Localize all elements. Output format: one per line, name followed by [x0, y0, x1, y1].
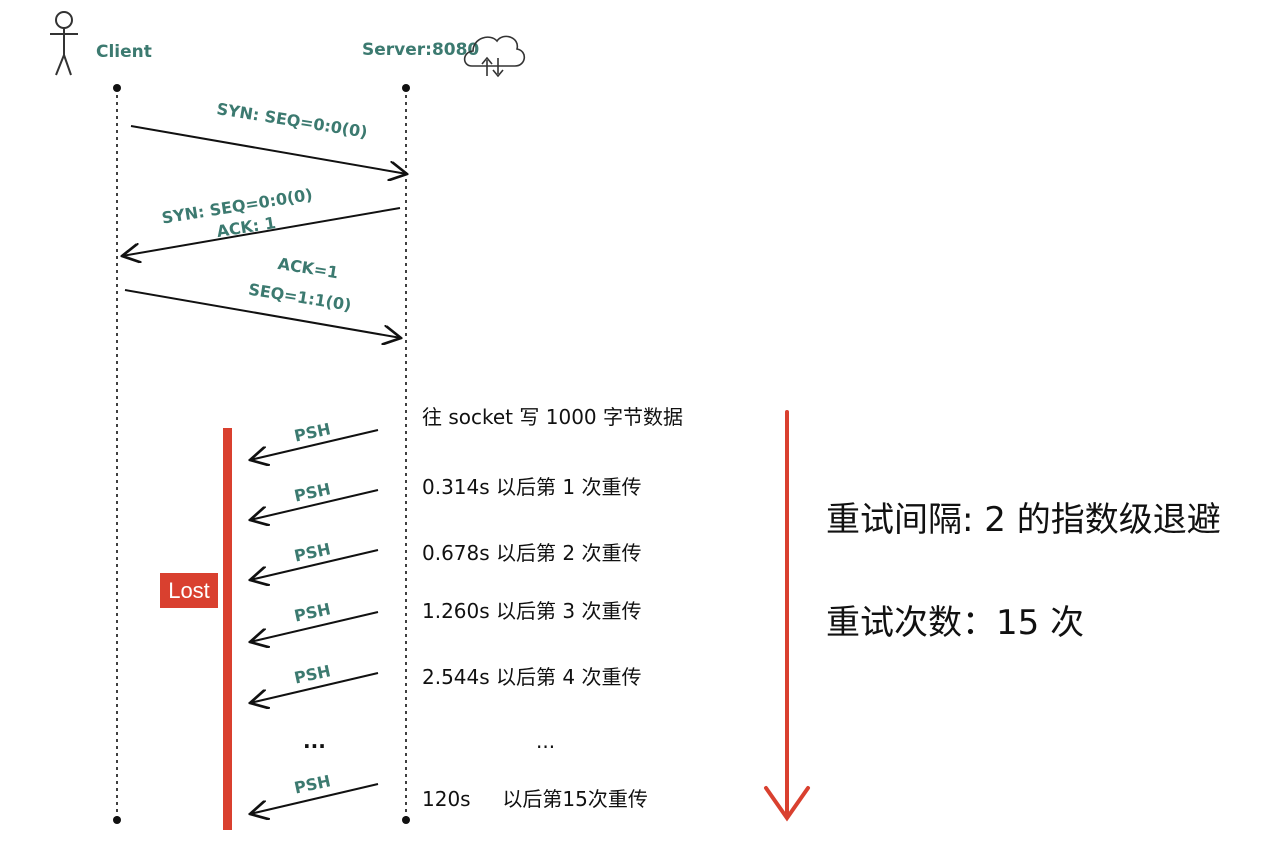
retransmission-note: 0.678s 以后第 2 次重传 — [422, 541, 641, 565]
server-lifeline-top-dot — [402, 84, 410, 92]
retry-interval-text: 重试间隔: 2 的指数级退避 — [826, 500, 1221, 540]
svg-text:SEQ=1:1(0): SEQ=1:1(0) — [247, 280, 353, 315]
ack-label: ACK=1 SEQ=1:1(0) — [247, 254, 353, 315]
svg-text:ACK=1: ACK=1 — [276, 254, 339, 282]
psh-label: PSH — [293, 599, 333, 625]
syn-ack-arrow — [122, 207, 401, 256]
client-lifeline-bottom-dot — [113, 816, 121, 824]
syn-label: SYN: SEQ=0:0(0) — [215, 99, 368, 142]
lost-badge — [160, 573, 218, 608]
ellipsis-right: ... — [536, 729, 555, 753]
psh-arrow — [250, 429, 379, 460]
psh-label: PSH — [293, 771, 333, 797]
ack-arrow — [124, 289, 401, 338]
lost-label: Lost — [168, 578, 210, 603]
psh-arrow — [250, 783, 379, 814]
final-retransmission-note: 120s 以后第15次重传 — [422, 787, 648, 811]
client-lifeline-top-dot — [113, 84, 121, 92]
psh-arrow — [250, 611, 379, 642]
client-person-icon — [50, 11, 78, 76]
server-label: Server:8080 — [362, 40, 479, 60]
psh-arrow — [250, 549, 379, 580]
lost-bar — [223, 428, 232, 830]
red-time-arrow — [764, 410, 810, 822]
psh-label: PSH — [293, 661, 333, 687]
cloud-upload-download-icon — [463, 35, 526, 78]
retransmission-note: 0.314s 以后第 1 次重传 — [422, 475, 641, 499]
client-label: Client — [96, 42, 152, 62]
ellipsis-left: ... — [303, 729, 326, 753]
syn-ack-label: SYN: SEQ=0:0(0) ACK: 1 — [160, 185, 313, 241]
svg-text:SYN: SEQ=0:0(0): SYN: SEQ=0:0(0) — [215, 99, 368, 142]
retransmission-note: 1.260s 以后第 3 次重传 — [422, 599, 641, 623]
write-note: 往 socket 写 1000 字节数据 — [422, 405, 683, 429]
server-lifeline-bottom-dot — [402, 816, 410, 824]
psh-arrow — [250, 489, 379, 520]
retry-count-text: 重试次数：15 次 — [826, 603, 1084, 643]
psh-arrow — [250, 672, 379, 703]
retransmission-note: 2.544s 以后第 4 次重传 — [422, 665, 641, 689]
syn-arrow — [130, 125, 407, 174]
